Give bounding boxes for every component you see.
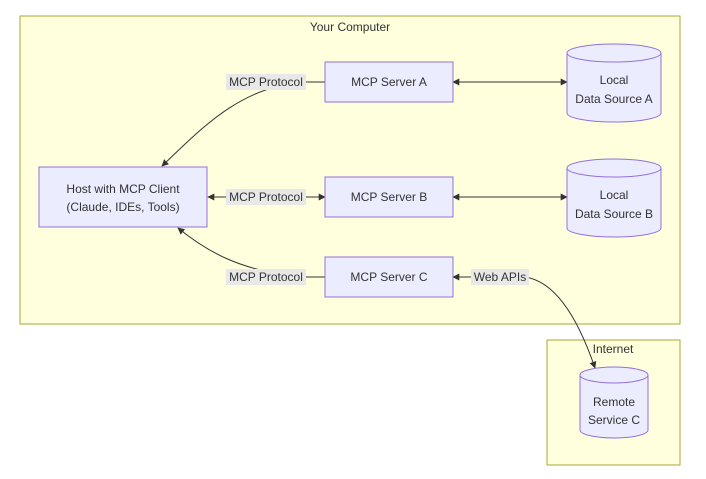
group-internet-title: Internet bbox=[593, 342, 634, 356]
node-server-b-label: MCP Server B bbox=[351, 190, 427, 204]
node-data-b-line2: Data Source B bbox=[575, 207, 653, 221]
node-remote-line2: Service C bbox=[588, 413, 640, 427]
edge-label-host-c-text: MCP Protocol bbox=[229, 270, 303, 284]
node-mcp-server-a[interactable]: MCP Server A bbox=[324, 61, 454, 103]
node-local-data-source-a[interactable]: Local Data Source A bbox=[566, 43, 662, 123]
node-host-line2: (Claude, IDEs, Tools) bbox=[66, 200, 179, 214]
node-host-with-mcp-client[interactable]: Host with MCP Client (Claude, IDEs, Tool… bbox=[38, 166, 208, 228]
edge-server-c-remote bbox=[452, 273, 597, 369]
edge-label-host-a: MCP Protocol bbox=[226, 74, 306, 90]
node-mcp-server-c[interactable]: MCP Server C bbox=[324, 256, 454, 298]
node-local-data-source-b[interactable]: Local Data Source B bbox=[566, 158, 662, 238]
node-server-a-label: MCP Server A bbox=[351, 75, 427, 89]
node-mcp-server-b[interactable]: MCP Server B bbox=[324, 176, 454, 218]
edge-label-host-b-text: MCP Protocol bbox=[229, 190, 303, 204]
node-data-a-line2: Data Source A bbox=[575, 92, 652, 106]
edge-label-host-c: MCP Protocol bbox=[226, 269, 306, 285]
node-data-a-line1: Local bbox=[600, 73, 629, 87]
edge-label-host-b: MCP Protocol bbox=[226, 189, 306, 205]
edge-label-host-a-text: MCP Protocol bbox=[229, 75, 303, 89]
edge-label-web-apis: Web APIs bbox=[471, 269, 529, 285]
node-data-b-line1: Local bbox=[600, 188, 629, 202]
node-host-line1: Host with MCP Client bbox=[66, 182, 180, 196]
group-your-computer-title: Your Computer bbox=[310, 20, 390, 34]
node-server-c-label: MCP Server C bbox=[350, 270, 427, 284]
node-remote-service-c[interactable]: Remote Service C bbox=[579, 366, 649, 439]
node-remote-line1: Remote bbox=[593, 395, 635, 409]
edge-label-web-apis-text: Web APIs bbox=[474, 270, 526, 284]
